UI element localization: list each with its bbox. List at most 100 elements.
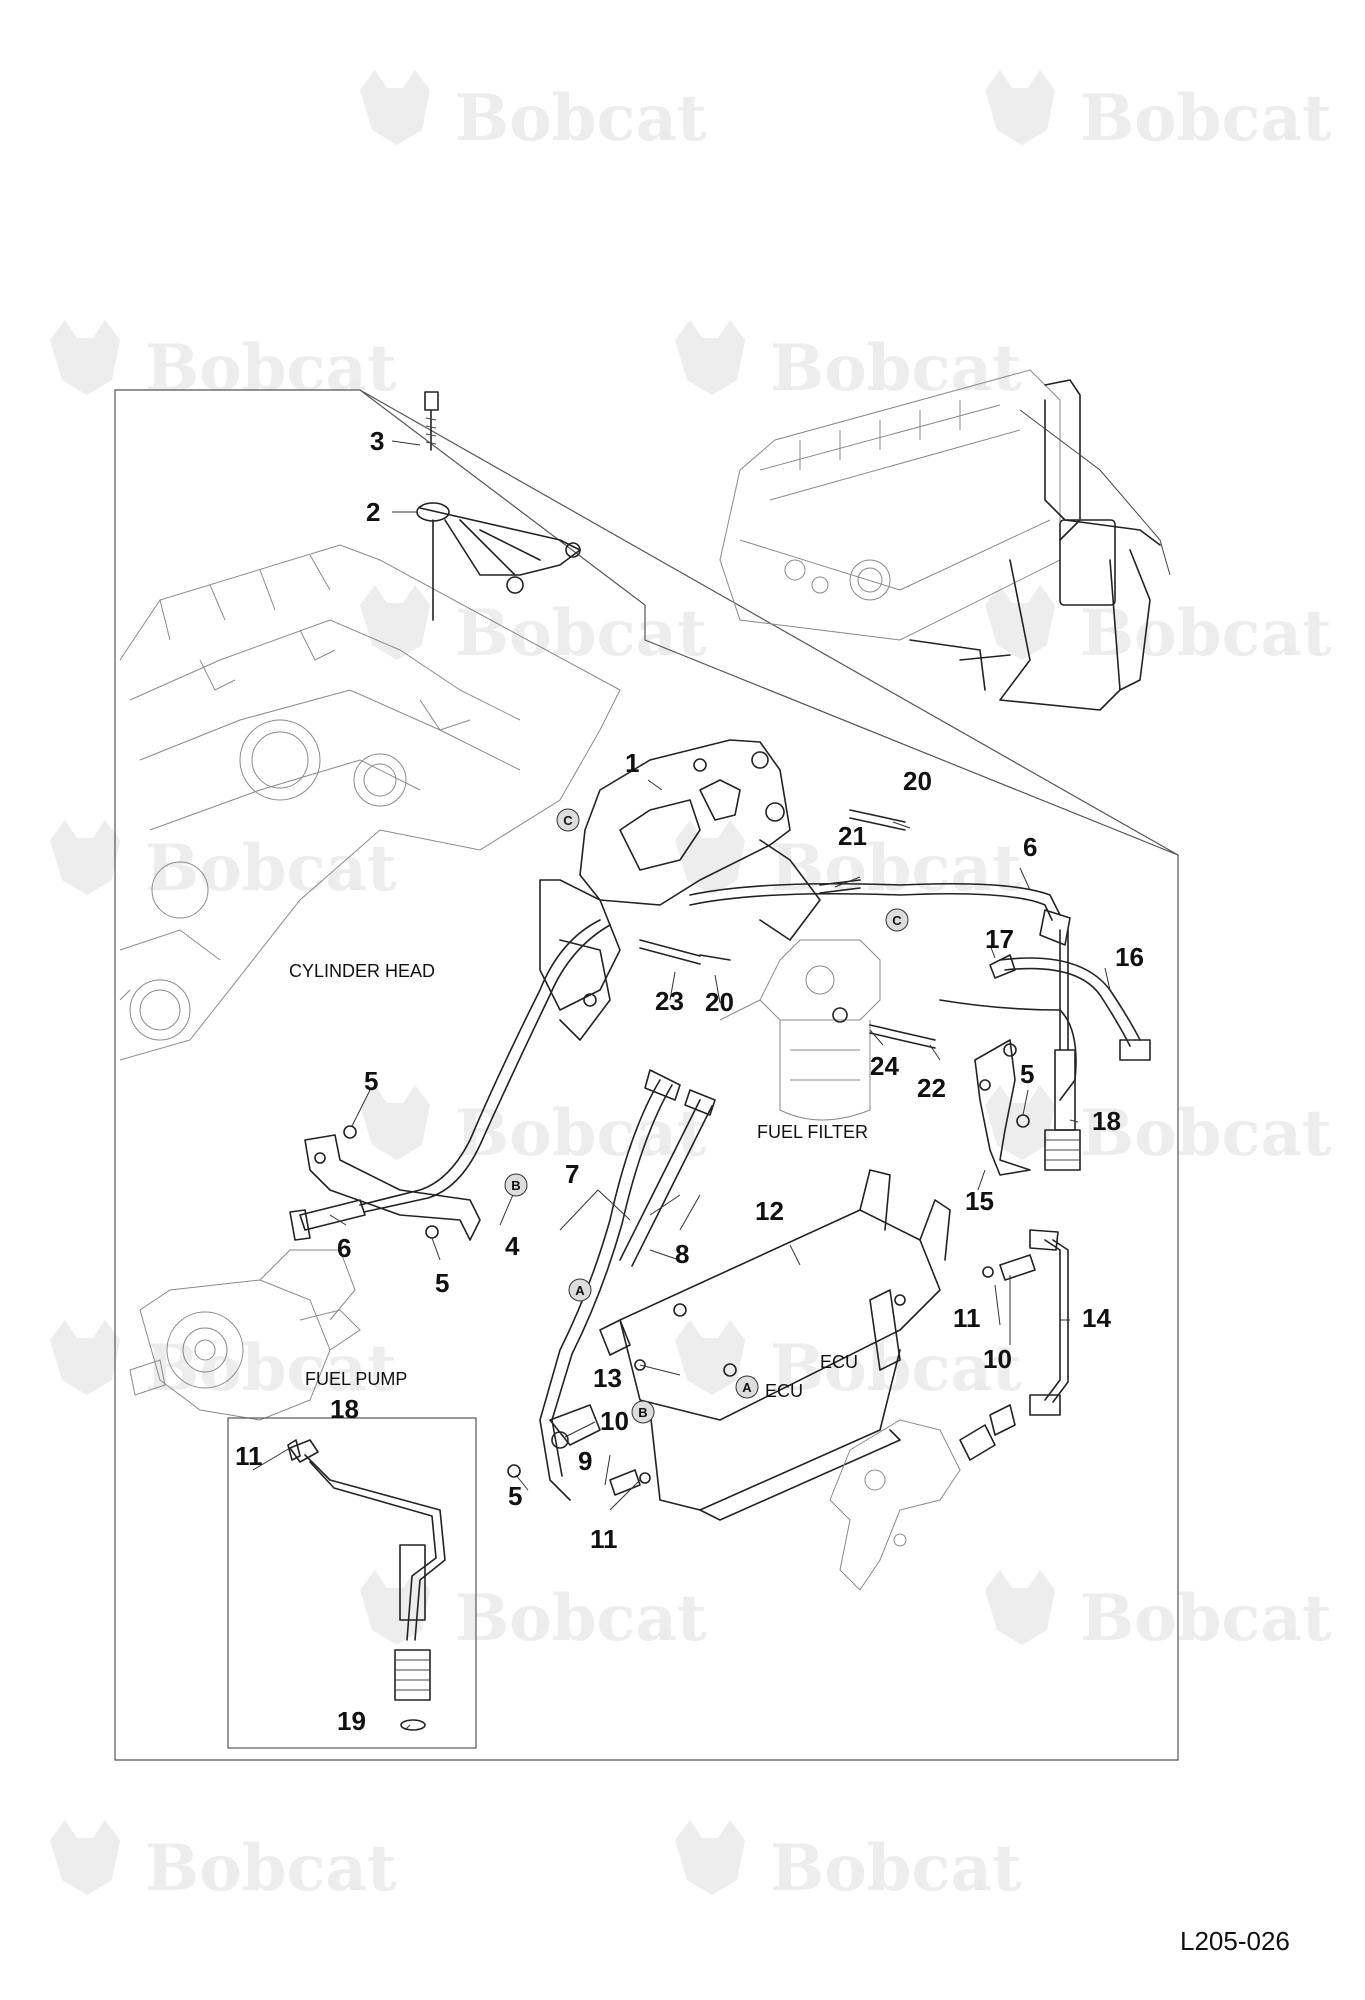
label-fuel-pump: FUEL PUMP bbox=[305, 1369, 407, 1389]
regulator-outline bbox=[829, 1404, 1016, 1591]
bobcat-logo-icon bbox=[50, 1820, 120, 1895]
bobcat-logo-icon bbox=[360, 1570, 430, 1645]
bobcat-watermark: Bobcat® bbox=[985, 70, 1332, 156]
bobcat-logo-icon bbox=[360, 585, 430, 660]
registered-mark: ® bbox=[660, 1142, 671, 1158]
callout-18-main: 18 bbox=[1092, 1106, 1121, 1136]
registered-mark: ® bbox=[1285, 1142, 1296, 1158]
bobcat-logo-icon bbox=[50, 1320, 120, 1395]
bobcat-watermark-text: Bobcat bbox=[455, 1096, 707, 1171]
bobcat-watermark: Bobcat® bbox=[360, 585, 707, 671]
fuel-line-7-8 bbox=[539, 1069, 716, 1501]
bobcat-watermark: Bobcat® bbox=[50, 1820, 397, 1906]
bobcat-logo-icon bbox=[360, 1085, 430, 1160]
registered-mark: ® bbox=[975, 377, 986, 393]
label-ecu-lower: ECU bbox=[765, 1381, 803, 1401]
fuel-line-6-upper bbox=[689, 882, 1071, 946]
callout-18-inset: 18 bbox=[330, 1394, 359, 1424]
marker-a-ecu: A bbox=[735, 1375, 759, 1399]
cylinder-head-outline bbox=[119, 544, 621, 1061]
bobcat-logo-icon bbox=[985, 1570, 1055, 1645]
bracket-15 bbox=[974, 1039, 1031, 1176]
bobcat-watermark-text: Bobcat bbox=[455, 81, 707, 156]
callout-10-right: 10 bbox=[983, 1344, 1012, 1374]
svg-text:C: C bbox=[892, 913, 902, 928]
lifting-bracket bbox=[416, 391, 581, 621]
bobcat-watermark-text: Bobcat bbox=[145, 831, 397, 906]
svg-text:C: C bbox=[563, 813, 573, 828]
callout-17: 17 bbox=[985, 924, 1014, 954]
connection-markers: C C B A B A bbox=[504, 808, 909, 1424]
label-ecu-upper: ECU bbox=[820, 1352, 858, 1372]
registered-mark: ® bbox=[975, 1377, 986, 1393]
callout-20-upper: 20 bbox=[903, 766, 932, 796]
fuel-line-18-connector bbox=[1044, 1049, 1081, 1171]
callout-24: 24 bbox=[870, 1051, 899, 1081]
svg-text:B: B bbox=[638, 1405, 647, 1420]
bobcat-watermark-text: Bobcat bbox=[145, 1831, 397, 1906]
bobcat-watermark: Bobcat® bbox=[675, 1820, 1022, 1906]
callout-6-upper: 6 bbox=[1023, 832, 1037, 862]
registered-mark: ® bbox=[350, 1877, 361, 1893]
fuel-line-14 bbox=[1029, 1229, 1069, 1416]
fittings-lower bbox=[549, 1254, 1036, 1496]
svg-text:A: A bbox=[575, 1283, 585, 1298]
bobcat-watermark: Bobcat® bbox=[50, 1320, 397, 1406]
bobcat-logo-icon bbox=[675, 820, 745, 895]
callout-19: 19 bbox=[337, 1706, 366, 1736]
svg-text:A: A bbox=[742, 1380, 752, 1395]
callout-4: 4 bbox=[505, 1231, 520, 1261]
bobcat-watermark-text: Bobcat bbox=[770, 1831, 1022, 1906]
bobcat-watermark-layer: Bobcat®Bobcat®Bobcat®Bobcat®Bobcat®Bobca… bbox=[50, 70, 1332, 1906]
registered-mark: ® bbox=[350, 1377, 361, 1393]
diagram-frame bbox=[114, 389, 1179, 1761]
callout-16: 16 bbox=[1115, 942, 1144, 972]
fuel-filter-outline bbox=[719, 939, 881, 1121]
hardware-bolts bbox=[343, 809, 1030, 1478]
callout-11-lower: 11 bbox=[590, 1524, 618, 1554]
callout-5-lower: 5 bbox=[508, 1481, 522, 1511]
engine-overview-inset bbox=[719, 369, 1171, 711]
bobcat-watermark: Bobcat® bbox=[985, 1570, 1332, 1656]
registered-mark: ® bbox=[660, 127, 671, 143]
bobcat-logo-icon bbox=[675, 1320, 745, 1395]
callout-1: 1 bbox=[625, 748, 639, 778]
registered-mark: ® bbox=[660, 642, 671, 658]
fuel-pump-outline bbox=[129, 1249, 361, 1421]
marker-a-line8: A bbox=[568, 1278, 592, 1302]
bobcat-watermark: Bobcat® bbox=[360, 1570, 707, 1656]
main-bracket bbox=[539, 739, 821, 1041]
registered-mark: ® bbox=[1285, 127, 1296, 143]
bobcat-watermark-text: Bobcat bbox=[770, 331, 1022, 406]
bobcat-watermark-text: Bobcat bbox=[1080, 81, 1332, 156]
callout-21: 21 bbox=[838, 821, 867, 851]
bobcat-watermark: Bobcat® bbox=[360, 1085, 707, 1171]
bobcat-watermark-text: Bobcat bbox=[145, 331, 397, 406]
callout-22: 22 bbox=[917, 1073, 946, 1103]
marker-b-bracket4: B bbox=[504, 1173, 528, 1197]
callout-6-lower: 6 bbox=[337, 1233, 351, 1263]
callout-11-right: 11 bbox=[953, 1303, 981, 1333]
callout-3: 3 bbox=[370, 426, 384, 456]
registered-mark: ® bbox=[975, 1877, 986, 1893]
callout-8: 8 bbox=[675, 1239, 689, 1269]
callout-9: 9 bbox=[578, 1446, 592, 1476]
marker-c-line16: C bbox=[885, 908, 909, 932]
registered-mark: ® bbox=[660, 1627, 671, 1643]
fuel-line-6-lower bbox=[289, 919, 611, 1241]
bobcat-watermark: Bobcat® bbox=[360, 70, 707, 156]
callout-20-lower: 20 bbox=[705, 987, 734, 1017]
callout-15: 15 bbox=[965, 1186, 994, 1216]
label-cylinder-head: CYLINDER HEAD bbox=[289, 961, 435, 981]
ecu-bracket bbox=[619, 1169, 951, 1521]
bobcat-logo-icon bbox=[50, 820, 120, 895]
fuel-line-16 bbox=[939, 929, 1151, 1101]
bobcat-watermark: Bobcat® bbox=[675, 320, 1022, 406]
frame-diagonal bbox=[359, 389, 1179, 856]
callout-10-left: 10 bbox=[600, 1406, 629, 1436]
callout-7: 7 bbox=[565, 1159, 579, 1189]
bobcat-watermark: Bobcat® bbox=[50, 320, 397, 406]
callout-11-inset: 11 bbox=[235, 1441, 263, 1471]
marker-c-head: C bbox=[556, 808, 580, 832]
label-fuel-filter: FUEL FILTER bbox=[757, 1122, 868, 1142]
